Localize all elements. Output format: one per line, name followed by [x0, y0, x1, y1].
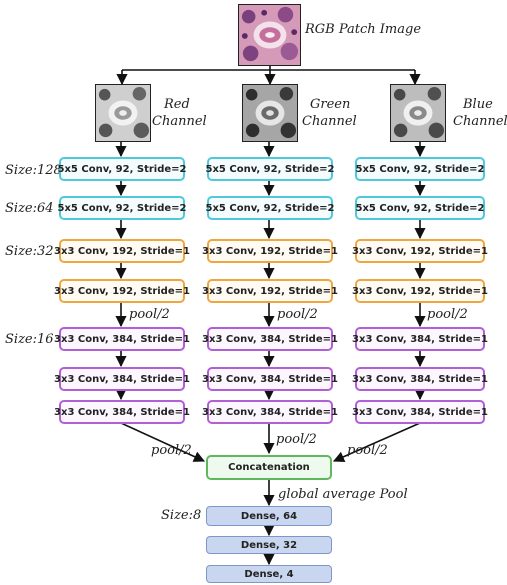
green-conv3-384-3: 3x3 Conv, 384, Stride=1	[207, 400, 333, 424]
red-channel-label-line1: Red	[152, 96, 207, 113]
pool-label-concat-right: pool/2	[347, 443, 388, 458]
dense-4: Dense, 4	[206, 565, 332, 583]
blue-channel-label-line1: Blue	[453, 96, 507, 113]
green-conv3-384-2: 3x3 Conv, 384, Stride=1	[207, 367, 333, 391]
red-conv3-384-1: 3x3 Conv, 384, Stride=1	[59, 327, 185, 351]
blue-channel-label-line2: Channel	[453, 113, 507, 130]
size-label-32: Size:32	[5, 244, 54, 259]
green-conv3-192-1: 3x3 Conv, 192, Stride=1	[207, 239, 333, 263]
red-conv3-192-2: 3x3 Conv, 192, Stride=1	[59, 279, 185, 303]
green-conv5-1: 5x5 Conv, 92, Stride=2	[207, 157, 333, 181]
size-label-128: Size:128	[5, 163, 62, 178]
blue-channel-image	[390, 84, 446, 142]
rgb-patch-image	[238, 4, 301, 66]
green-channel-label-line1: Green	[302, 96, 357, 113]
red-conv3-192-1: 3x3 Conv, 192, Stride=1	[59, 239, 185, 263]
blue-channel-label: Blue Channel	[453, 96, 507, 130]
concatenation-box: Concatenation	[206, 455, 332, 480]
input-label: RGB Patch Image	[305, 22, 421, 37]
red-conv3-384-3: 3x3 Conv, 384, Stride=1	[59, 400, 185, 424]
green-conv3-192-2: 3x3 Conv, 192, Stride=1	[207, 279, 333, 303]
red-channel-label: Red Channel	[152, 96, 207, 130]
blue-conv3-384-2: 3x3 Conv, 384, Stride=1	[355, 367, 485, 391]
global-average-pool-label: global average Pool	[278, 487, 408, 502]
pool-label-blue: pool/2	[427, 307, 468, 322]
red-conv5-1: 5x5 Conv, 92, Stride=2	[59, 157, 185, 181]
red-conv3-384-2: 3x3 Conv, 384, Stride=1	[59, 367, 185, 391]
blue-conv3-384-1: 3x3 Conv, 384, Stride=1	[355, 327, 485, 351]
green-conv5-2: 5x5 Conv, 92, Stride=2	[207, 196, 333, 220]
blue-conv3-384-3: 3x3 Conv, 384, Stride=1	[355, 400, 485, 424]
green-channel-label-line2: Channel	[302, 113, 357, 130]
red-conv5-2: 5x5 Conv, 92, Stride=2	[59, 196, 185, 220]
blue-conv3-192-2: 3x3 Conv, 192, Stride=1	[355, 279, 485, 303]
dense-64: Dense, 64	[206, 506, 332, 526]
blue-conv5-1: 5x5 Conv, 92, Stride=2	[355, 157, 485, 181]
pool-label-concat-left: pool/2	[151, 443, 192, 458]
red-channel-label-line2: Channel	[152, 113, 207, 130]
blue-conv5-2: 5x5 Conv, 92, Stride=2	[355, 196, 485, 220]
pool-label-green: pool/2	[277, 307, 318, 322]
size-label-64: Size:64	[5, 201, 54, 216]
green-channel-label: Green Channel	[302, 96, 357, 130]
size-label-8: Size:8	[161, 508, 201, 523]
dense-32: Dense, 32	[206, 536, 332, 554]
red-channel-image	[95, 84, 151, 142]
pool-label-concat-mid: pool/2	[276, 432, 317, 447]
size-label-16: Size:16	[5, 332, 54, 347]
pool-label-red: pool/2	[129, 307, 170, 322]
blue-conv3-192-1: 3x3 Conv, 192, Stride=1	[355, 239, 485, 263]
green-conv3-384-1: 3x3 Conv, 384, Stride=1	[207, 327, 333, 351]
green-channel-image	[242, 84, 298, 142]
